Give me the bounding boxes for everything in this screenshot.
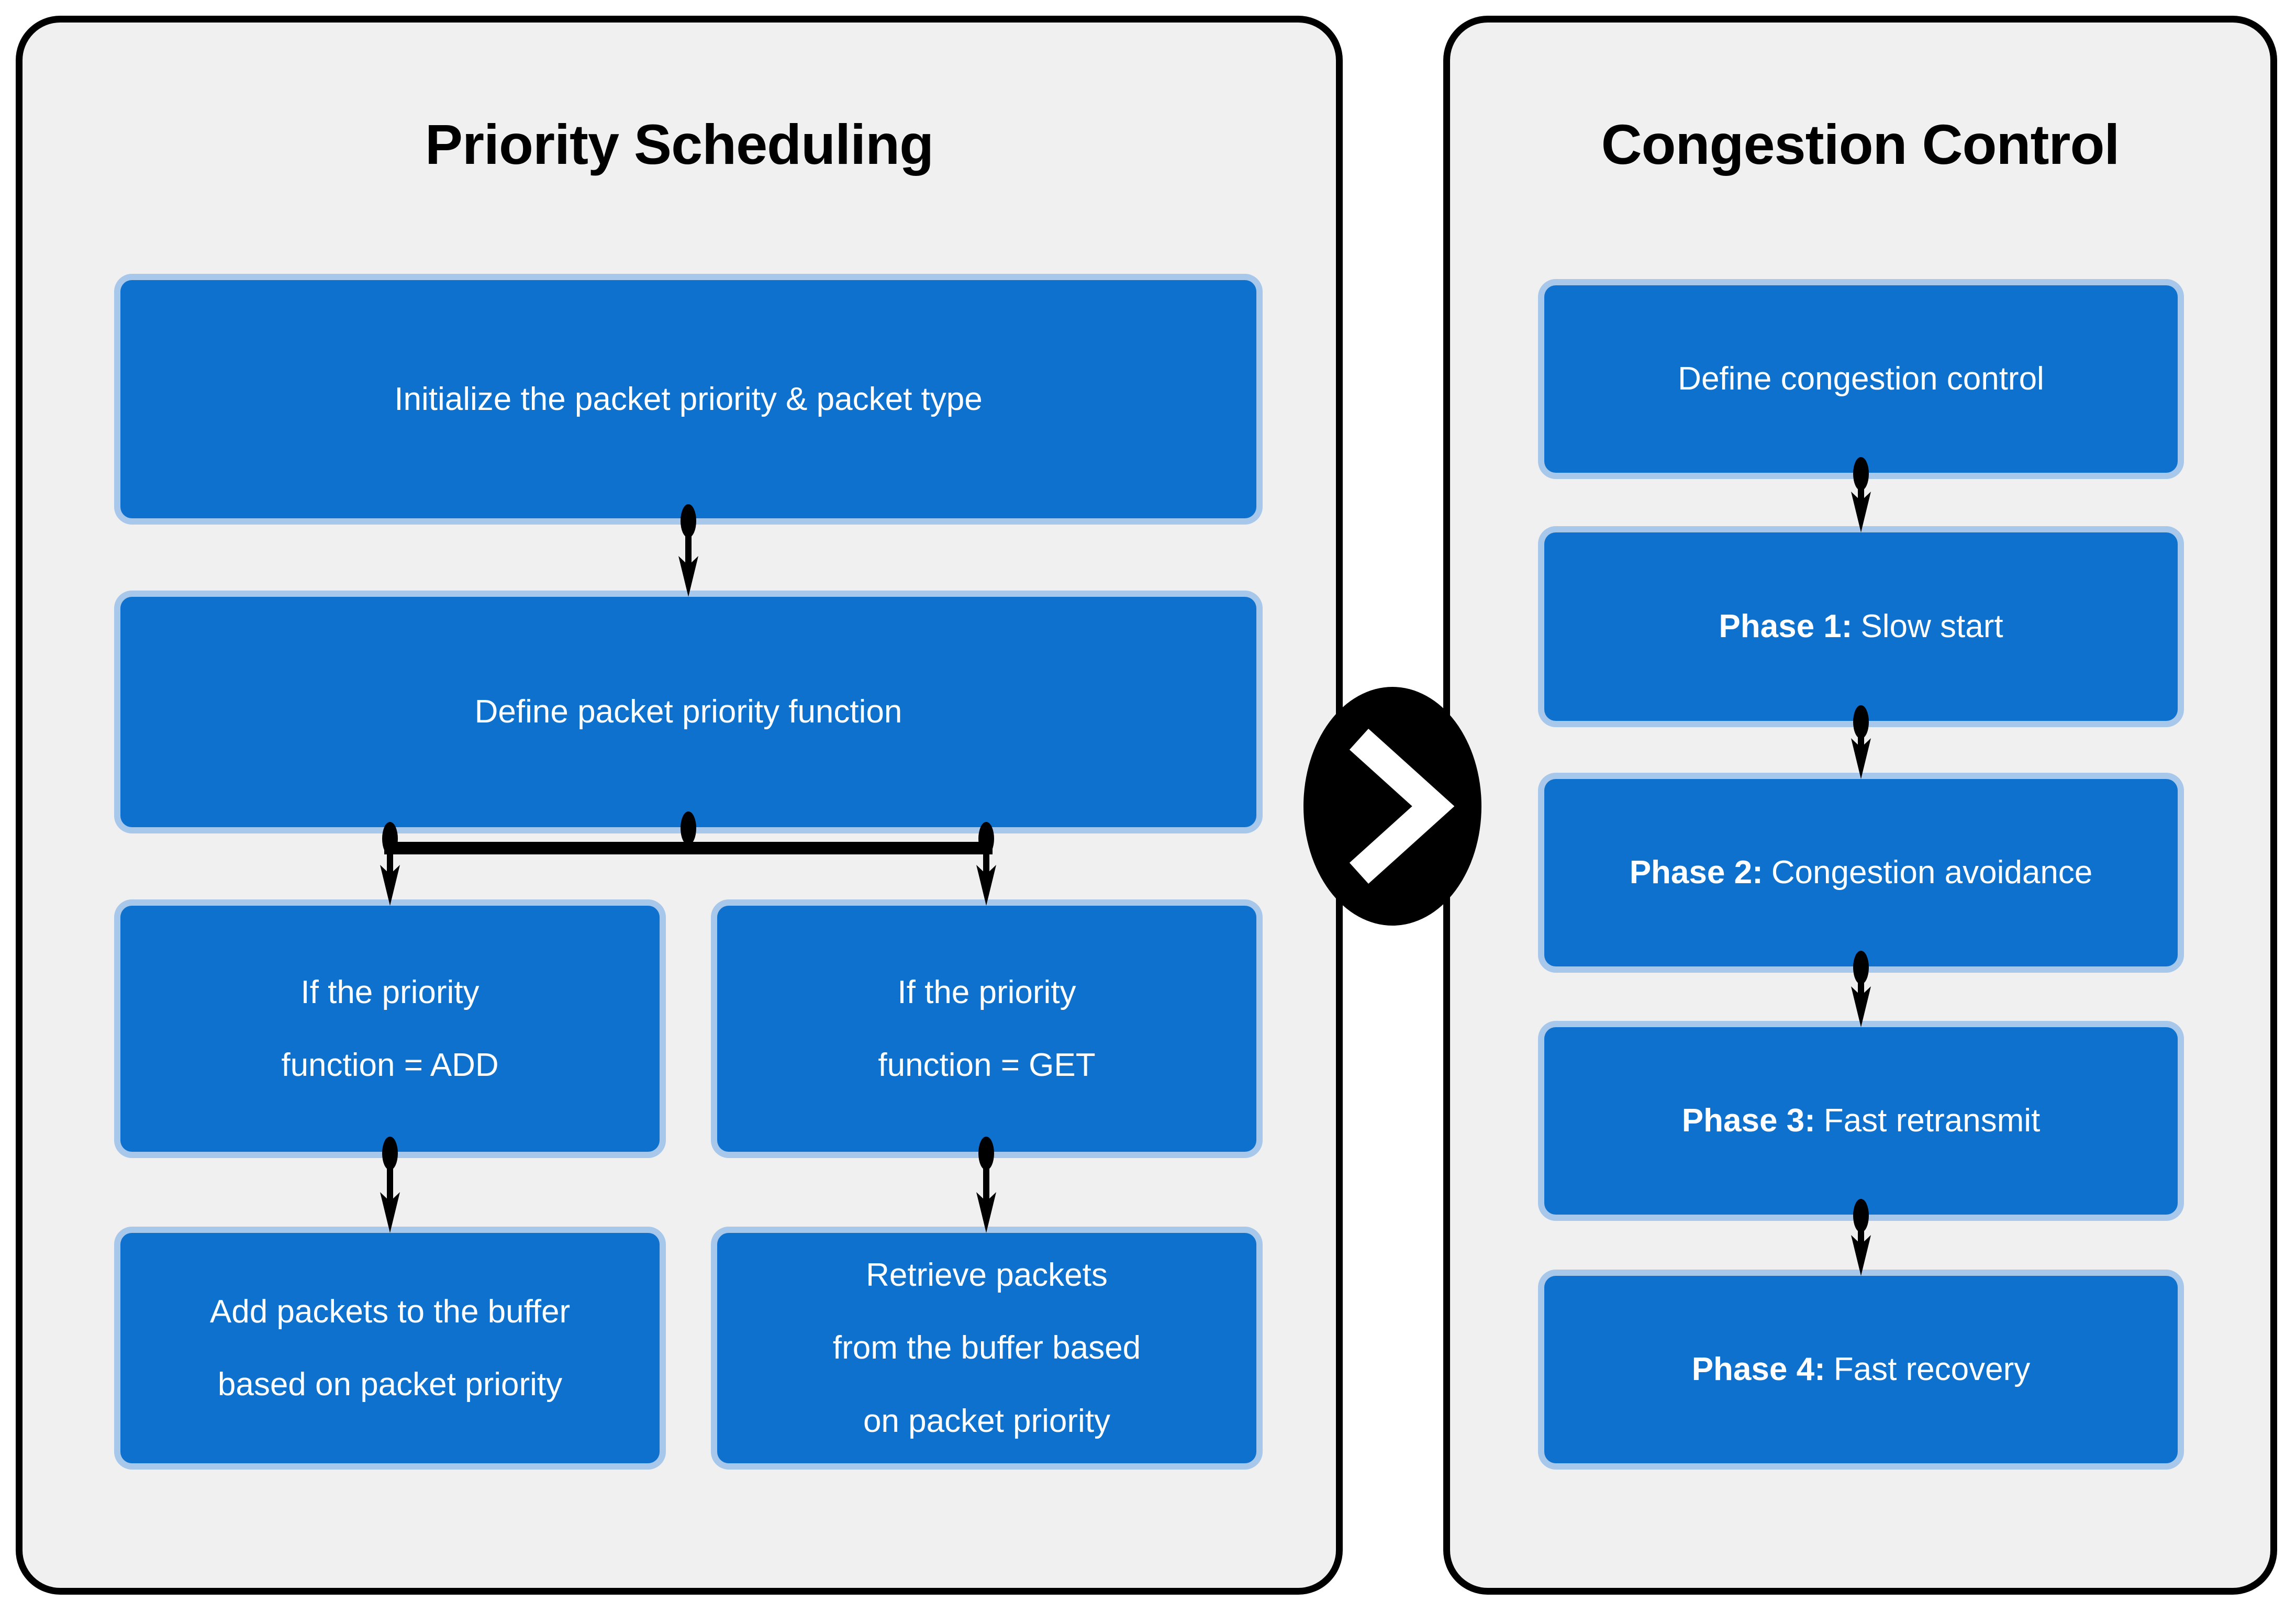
step-retrieve-packets-buffer: Retrieve packets from the buffer based o… — [717, 1233, 1256, 1463]
step-if-function-get: If the priority function = GET — [717, 906, 1256, 1152]
step-phase-2-congestion-avoidance: Phase 2:Congestion avoidance — [1544, 779, 2178, 966]
step-if-function-add: If the priority function = ADD — [120, 906, 660, 1152]
step-initialize-packet: Initialize the packet priority & packet … — [120, 280, 1256, 518]
step-label-text: Congestion avoidance — [1771, 854, 2093, 891]
step-label-text: Fast recovery — [1833, 1351, 2031, 1388]
step-label-text: Slow start — [1860, 608, 2003, 645]
step-phase-4-fast-recovery: Phase 4:Fast recovery — [1544, 1276, 2178, 1463]
step-phase-1-slow-start: Phase 1:Slow start — [1544, 532, 2178, 721]
step-label-bold: Phase 1: — [1719, 608, 1853, 645]
step-define-congestion-control: Define congestion control — [1544, 285, 2178, 473]
step-add-packets-buffer: Add packets to the buffer based on packe… — [120, 1233, 660, 1463]
step-label-text: Fast retransmit — [1823, 1103, 2041, 1139]
step-label-bold: Phase 2: — [1629, 854, 1763, 891]
step-phase-3-fast-retransmit: Phase 3:Fast retransmit — [1544, 1027, 2178, 1215]
panel-title-congestion-control: Congestion Control — [1601, 113, 2120, 176]
step-label-bold: Phase 4: — [1691, 1351, 1825, 1388]
step-label-text: Define congestion control — [1678, 361, 2044, 397]
panel-title-priority-scheduling: Priority Scheduling — [425, 113, 934, 176]
step-define-priority-function: Define packet priority function — [120, 597, 1256, 827]
step-label-bold: Phase 3: — [1681, 1103, 1815, 1139]
